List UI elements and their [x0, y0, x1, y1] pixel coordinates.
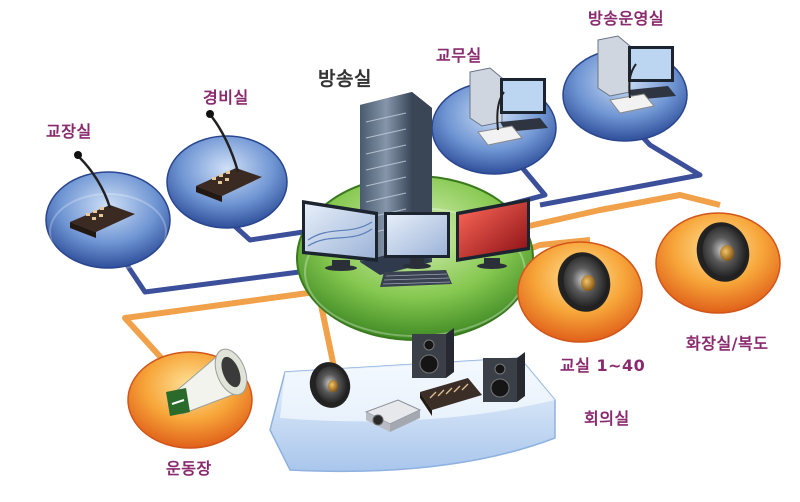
speaker-cabinet-icon-right	[483, 352, 525, 402]
desktop-computer-icon-operation	[597, 35, 676, 114]
keyboard-icon	[380, 270, 452, 287]
speaker-icon-meeting	[309, 362, 351, 408]
speaker-icon-restroom	[696, 222, 750, 282]
broadcast-room-label: 방송실	[318, 68, 372, 90]
monitor-icon-right	[456, 198, 530, 269]
principal-room-label: 교장실	[46, 122, 92, 141]
speaker-cabinet-icon-left	[412, 328, 454, 378]
monitor-icon-center	[384, 212, 450, 269]
desktop-computer-icon-staff	[469, 67, 548, 146]
guard-room-label: 경비실	[203, 88, 249, 107]
restroom-label: 화장실/복도	[686, 334, 769, 353]
operation-room-label: 방송운영실	[588, 9, 665, 28]
desk-microphone-icon-guard	[196, 110, 262, 202]
horn-speaker-icon	[166, 348, 248, 416]
projector-icon	[364, 399, 422, 432]
staff-room-label: 교무실	[436, 46, 482, 65]
audio-mixer-icon	[420, 378, 482, 416]
speaker-icon-classroom	[557, 252, 611, 312]
classroom-label: 교실 1~40	[560, 356, 646, 375]
monitor-icon-left	[302, 200, 378, 271]
desk-microphone-icon-principal	[70, 151, 135, 238]
meeting-room-label: 회의실	[584, 409, 630, 428]
playground-label: 운동장	[166, 459, 212, 478]
